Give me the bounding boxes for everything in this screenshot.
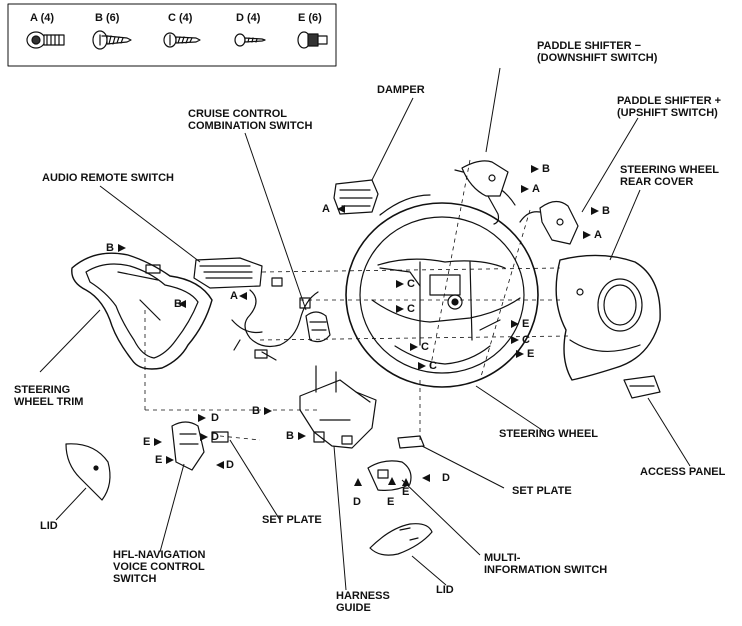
paddle-shifter-up-drawing bbox=[519, 200, 579, 245]
harness-guide-label: HARNESS GUIDE bbox=[336, 590, 390, 614]
ref-e: E bbox=[402, 486, 410, 498]
hfl-navigation-switch-drawing bbox=[171, 421, 229, 471]
lid-left-label: LID bbox=[40, 520, 58, 532]
ref-d: D bbox=[442, 472, 450, 484]
harness-guide-drawing bbox=[299, 365, 377, 449]
steering-wheel-label: STEERING WHEEL bbox=[499, 428, 599, 440]
ref-e: E bbox=[527, 348, 535, 360]
fastener-e-label: E (6) bbox=[298, 12, 322, 24]
lid-bottom-label: LID bbox=[436, 584, 454, 596]
trim-line2: WHEEL TRIM bbox=[14, 396, 84, 408]
audio-remote-switch-drawing bbox=[193, 257, 319, 361]
access-panel-label: ACCESS PANEL bbox=[640, 466, 726, 478]
multi-information-switch-label: MULTI- INFORMATION SWITCH bbox=[484, 552, 607, 576]
rear-cover-label: STEERING WHEEL REAR COVER bbox=[620, 164, 719, 188]
tapping-screw-icon bbox=[163, 32, 201, 48]
ref-c: C bbox=[407, 278, 415, 290]
hfl-line2: VOICE CONTROL bbox=[113, 561, 205, 573]
multi-info-line1: MULTI- bbox=[484, 552, 521, 564]
rear-cover-line2: REAR COVER bbox=[620, 176, 694, 188]
ref-c: C bbox=[407, 303, 415, 315]
paddle-shifter-down-line2: (DOWNSHIFT SWITCH) bbox=[537, 52, 658, 64]
paddle-shifter-up-line2: (UPSHIFT SWITCH) bbox=[617, 107, 718, 119]
paddle-shifter-up-line1: PADDLE SHIFTER + bbox=[617, 95, 722, 107]
fastener-b-label: B (6) bbox=[95, 12, 120, 24]
multi-information-switch-drawing bbox=[367, 460, 412, 491]
ref-c: C bbox=[421, 341, 429, 353]
ref-e: E bbox=[155, 454, 163, 466]
fastener-a-label: A (4) bbox=[30, 12, 55, 24]
harness-line2: GUIDE bbox=[336, 602, 371, 614]
hfl-line1: HFL-NAVIGATION bbox=[113, 549, 206, 561]
harness-line1: HARNESS bbox=[336, 590, 390, 602]
cruise-control-label: CRUISE CONTROL COMBINATION SWITCH bbox=[188, 108, 312, 132]
paddle-shifter-down-drawing bbox=[461, 160, 509, 225]
set-plate-right-drawing bbox=[397, 435, 425, 449]
damper-label: DAMPER bbox=[377, 84, 425, 96]
steering-wheel-trim-label: STEERING WHEEL TRIM bbox=[14, 384, 83, 408]
ref-b: B bbox=[106, 242, 114, 254]
cruise-control-switch-drawing bbox=[305, 311, 331, 343]
hfl-line3: SWITCH bbox=[113, 573, 157, 585]
ref-b: B bbox=[286, 430, 294, 442]
fastener-d-label: D (4) bbox=[236, 12, 261, 24]
ref-b: B bbox=[252, 405, 260, 417]
lid-left-drawing bbox=[65, 443, 111, 501]
paddle-shifter-down-label: PADDLE SHIFTER − (DOWNSHIFT SWITCH) bbox=[537, 40, 657, 64]
small-screw-icon bbox=[234, 33, 266, 47]
ref-e: E bbox=[522, 318, 530, 330]
ref-a: A bbox=[322, 203, 330, 215]
steering-wheel-rear-cover-drawing bbox=[555, 254, 661, 381]
audio-remote-switch-label: AUDIO REMOTE SWITCH bbox=[42, 172, 174, 184]
ref-c: C bbox=[522, 334, 530, 346]
flange-nut-bolt-icon bbox=[297, 31, 328, 49]
leader-lines bbox=[39, 67, 691, 591]
ref-a: A bbox=[532, 183, 540, 195]
ref-c: C bbox=[429, 360, 437, 372]
reference-arrows bbox=[118, 165, 599, 486]
steering-wheel-trim-drawing bbox=[71, 252, 213, 370]
cruise-control-line2: COMBINATION SWITCH bbox=[188, 120, 313, 132]
flange-bolt-icon bbox=[26, 31, 65, 49]
ref-d: D bbox=[211, 412, 219, 424]
lid-bottom-drawing bbox=[369, 523, 433, 556]
ref-a: A bbox=[594, 229, 602, 241]
ref-d: D bbox=[211, 431, 219, 443]
ref-d: D bbox=[353, 496, 361, 508]
access-panel-drawing bbox=[623, 375, 661, 399]
ref-d: D bbox=[226, 459, 234, 471]
set-plate-right-label: SET PLATE bbox=[512, 485, 572, 497]
paddle-shifter-up-label: PADDLE SHIFTER + (UPSHIFT SWITCH) bbox=[617, 95, 721, 119]
rear-cover-line1: STEERING WHEEL bbox=[620, 164, 720, 176]
ref-a: A bbox=[230, 290, 238, 302]
fastener-c-label: C (4) bbox=[168, 12, 193, 24]
trim-line1: STEERING bbox=[14, 384, 71, 396]
paddle-shifter-down-line1: PADDLE SHIFTER − bbox=[537, 40, 642, 52]
fastener-legend-box bbox=[7, 3, 337, 67]
ref-b: B bbox=[174, 298, 182, 310]
pan-screw-icon bbox=[92, 30, 132, 50]
cruise-control-line1: CRUISE CONTROL bbox=[188, 108, 287, 120]
multi-info-line2: INFORMATION SWITCH bbox=[484, 564, 608, 576]
ref-b: B bbox=[542, 163, 550, 175]
ref-b: B bbox=[602, 205, 610, 217]
ref-e: E bbox=[143, 436, 151, 448]
hfl-navigation-label: HFL-NAVIGATION VOICE CONTROL SWITCH bbox=[113, 549, 205, 585]
set-plate-left-label: SET PLATE bbox=[262, 514, 322, 526]
ref-e: E bbox=[387, 496, 395, 508]
